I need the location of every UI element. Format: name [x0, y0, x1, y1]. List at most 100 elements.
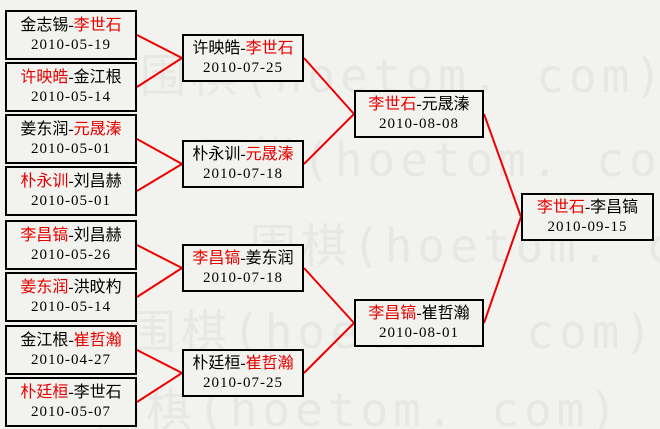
players-separator: - [68, 172, 74, 190]
match-players: 姜东润-元晟溱 [20, 120, 121, 140]
match-players: 朴廷桓-崔哲瀚 [192, 354, 293, 374]
players-separator: - [240, 39, 246, 57]
match-date: 2010-05-01 [31, 192, 111, 209]
match-date: 2010-05-14 [31, 298, 111, 315]
connector-line [136, 372, 183, 403]
connector-line [303, 267, 355, 324]
match-box-round2-2: 朴永训-元晟溱 2010-07-18 [182, 140, 304, 188]
connector-line [136, 244, 183, 269]
match-box-round1-8: 朴廷桓-李世石 2010-05-07 [5, 377, 137, 427]
match-box-round1-7: 金江根-崔哲瀚 2010-04-27 [5, 325, 137, 375]
connector-line [136, 349, 183, 374]
match-players: 李世石-李昌镐 [537, 198, 638, 218]
match-players: 许映皓-李世石 [192, 39, 293, 59]
match-box-semifinal-1: 李世石-元晟溱 2010-08-08 [354, 90, 484, 138]
match-date: 2010-09-15 [547, 218, 628, 235]
match-players: 李昌镐-刘昌赫 [20, 226, 121, 246]
match-box-round2-3: 李昌镐-姜东润 2010-07-18 [182, 244, 304, 292]
players-separator: - [68, 278, 74, 296]
player-left: 李世石 [368, 95, 417, 113]
player-right: 元晟溱 [73, 120, 122, 138]
match-date: 2010-05-26 [31, 246, 111, 263]
player-left: 朴廷桓 [192, 354, 241, 372]
match-date: 2010-05-01 [31, 140, 111, 157]
connector-line [303, 57, 355, 115]
connector-line [136, 163, 183, 192]
match-box-final: 李世石-李昌镐 2010-09-15 [521, 193, 654, 241]
match-date: 2010-08-08 [379, 115, 459, 132]
players-separator: - [240, 145, 246, 163]
player-right: 李世石 [73, 383, 122, 401]
match-box-round1-2: 许映皓-金江根 2010-05-14 [5, 62, 137, 112]
player-right: 崔哲瀚 [245, 354, 294, 372]
player-left: 朴永训 [20, 172, 69, 190]
connector-line [136, 267, 183, 298]
match-box-round1-5: 李昌镐-刘昌赫 2010-05-26 [5, 220, 137, 270]
player-left: 姜东润 [20, 278, 69, 296]
player-right: 刘昌赫 [73, 226, 122, 244]
player-left: 朴廷桓 [20, 383, 69, 401]
players-separator: - [416, 95, 422, 113]
player-right: 李世石 [245, 39, 294, 57]
connector-line [303, 113, 355, 165]
players-separator: - [68, 68, 74, 86]
player-right: 崔哲瀚 [421, 304, 470, 322]
player-right: 崔哲瀚 [73, 331, 122, 349]
player-right: 姜东润 [245, 249, 294, 267]
match-date: 2010-05-14 [31, 88, 111, 105]
player-right: 元晟溱 [245, 145, 294, 163]
match-players: 朴永训-元晟溱 [192, 145, 293, 165]
match-date: 2010-08-01 [379, 324, 459, 341]
players-separator: - [68, 383, 74, 401]
players-separator: - [416, 304, 422, 322]
players-separator: - [68, 120, 74, 138]
player-left: 金志锡 [20, 16, 69, 34]
player-left: 李昌镐 [20, 226, 69, 244]
player-right: 元晟溱 [421, 95, 470, 113]
players-separator: - [240, 354, 246, 372]
match-date: 2010-04-27 [31, 351, 111, 368]
match-players: 朴廷桓-李世石 [20, 383, 121, 403]
connector-line [483, 216, 522, 324]
match-date: 2010-07-18 [203, 165, 283, 182]
player-right: 洪旼杓 [73, 278, 122, 296]
match-box-round1-1: 金志锡-李世石 2010-05-19 [5, 10, 137, 60]
match-date: 2010-05-07 [31, 403, 111, 420]
match-box-round1-4: 朴永训-刘昌赫 2010-05-01 [5, 166, 137, 216]
match-players: 姜东润-洪旼杓 [20, 278, 121, 298]
connector-line [136, 34, 183, 59]
player-left: 李昌镐 [192, 249, 241, 267]
match-box-round2-1: 许映皓-李世石 2010-07-25 [182, 34, 304, 82]
connector-line [136, 57, 183, 88]
player-right: 金江根 [73, 68, 122, 86]
match-box-semifinal-2: 李昌镐-崔哲瀚 2010-08-01 [354, 299, 484, 347]
match-date: 2010-05-19 [31, 36, 111, 53]
player-left: 李昌镐 [368, 304, 417, 322]
player-left: 金江根 [20, 331, 69, 349]
players-separator: - [68, 16, 74, 34]
player-left: 许映皓 [20, 68, 69, 86]
connector-line [136, 138, 183, 165]
connector-line [303, 322, 355, 374]
match-box-round1-3: 姜东润-元晟溱 2010-05-01 [5, 114, 137, 164]
match-box-round1-6: 姜东润-洪旼杓 2010-05-14 [5, 272, 137, 322]
players-separator: - [68, 331, 74, 349]
match-date: 2010-07-25 [203, 374, 283, 391]
match-players: 许映皓-金江根 [20, 68, 121, 88]
match-players: 李世石-元晟溱 [368, 95, 469, 115]
player-right: 李世石 [73, 16, 122, 34]
player-left: 朴永训 [192, 145, 241, 163]
player-right: 刘昌赫 [73, 172, 122, 190]
players-separator: - [240, 249, 246, 267]
match-players: 李昌镐-崔哲瀚 [368, 304, 469, 324]
player-left: 许映皓 [192, 39, 241, 57]
players-separator: - [68, 226, 74, 244]
players-separator: - [584, 198, 591, 216]
match-date: 2010-07-25 [203, 59, 283, 76]
player-left: 姜东润 [20, 120, 69, 138]
player-right: 李昌镐 [590, 198, 639, 216]
match-players: 金志锡-李世石 [20, 16, 121, 36]
match-players: 金江根-崔哲瀚 [20, 331, 121, 351]
